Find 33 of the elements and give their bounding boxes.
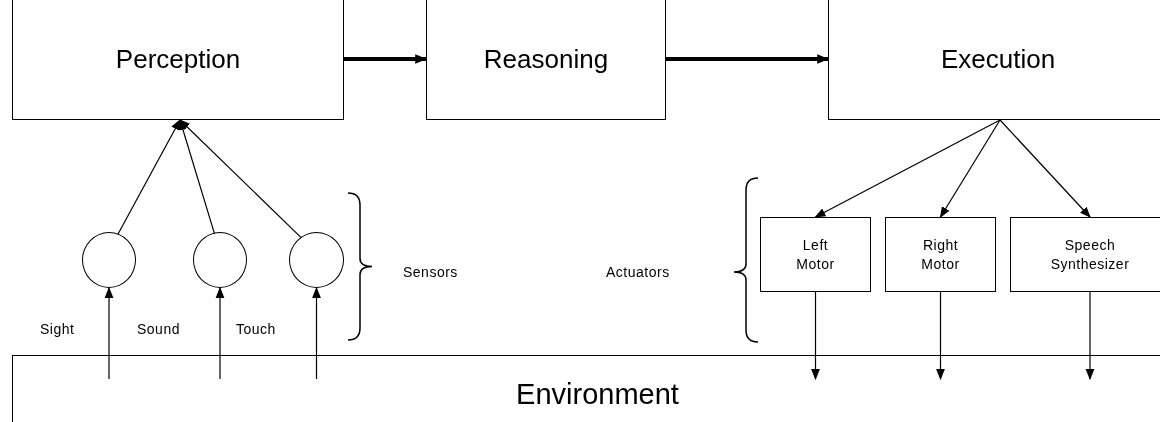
arrow: [811, 291, 820, 381]
arrow: [939, 119, 1001, 218]
node-label: Left Motor: [795, 235, 836, 274]
actuator-box: [885, 217, 996, 292]
arrow: [178, 118, 216, 235]
group-label: Sensors: [403, 264, 458, 280]
input-label: Sight: [40, 321, 75, 337]
arrow: [312, 286, 321, 380]
arrow: [104, 286, 114, 380]
node-label: Right Motor: [920, 235, 961, 274]
process-box: [426, 0, 666, 120]
arrow: [215, 286, 225, 380]
arrow: [999, 119, 1091, 218]
arrow: [344, 54, 428, 64]
input-label: Sound: [137, 321, 180, 337]
arrow: [814, 119, 1001, 218]
node-label: Perception: [115, 43, 241, 75]
input-label: Touch: [236, 321, 276, 337]
actuator-box: [1010, 217, 1160, 292]
environment-box: [12, 355, 1160, 422]
process-box: [828, 0, 1160, 120]
arrow: [1085, 291, 1095, 381]
arrow: [936, 291, 945, 381]
node-label: Reasoning: [483, 43, 609, 75]
node-label: Execution: [940, 43, 1056, 75]
arrow: [666, 54, 830, 64]
actuator-box: [760, 217, 871, 292]
group-label: Actuators: [606, 264, 670, 280]
arrow: [117, 119, 181, 236]
arrow: [179, 119, 302, 238]
environment-title: Environment: [516, 378, 679, 411]
process-box: [12, 0, 344, 120]
node-label: Speech Synthesizer: [1049, 235, 1131, 274]
